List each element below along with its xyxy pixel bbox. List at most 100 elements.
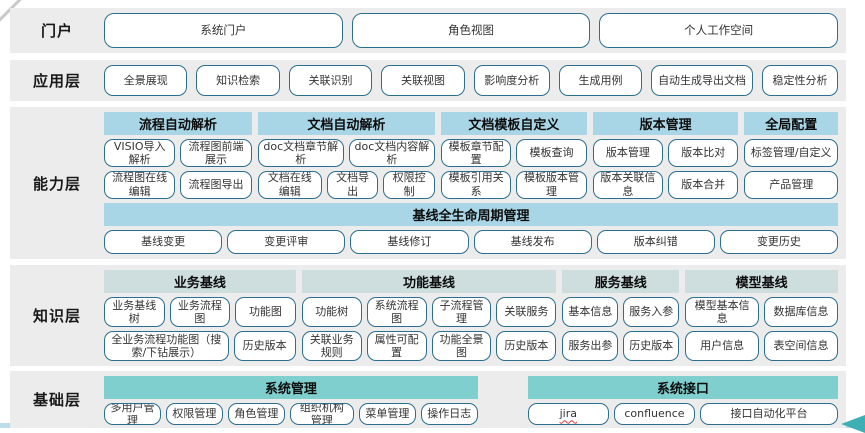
layer-content-app: 全景展现知识检索关联识别关联视图影响度分析生成用例自动生成导出文档稳定性分析 [104,60,846,101]
feature-chip[interactable]: 功能树 [301,297,362,327]
feature-chip[interactable]: 功能全景图 [431,331,492,361]
feature-chip[interactable]: 历史版本 [233,331,296,361]
feature-chip[interactable]: 文档在线编辑 [257,170,322,199]
feature-chip[interactable]: 历史版本 [623,331,680,361]
feature-chip[interactable]: 服务出参 [562,331,619,361]
feature-chip[interactable]: 关联视图 [381,65,465,96]
feature-chip[interactable]: 历史版本 [496,331,557,361]
feature-chip[interactable]: 自动生成导出文档 [651,65,753,96]
feature-chip[interactable]: 角色视图 [351,13,591,48]
feature-chip[interactable]: jira [527,403,609,425]
feature-chip[interactable]: 角色管理 [227,403,285,425]
feature-chip[interactable]: 产品管理 [744,170,838,199]
feature-chip[interactable]: 基线修订 [350,229,469,254]
feature-chip[interactable]: 版本管理 [592,139,664,167]
feature-chip[interactable]: 功能图 [235,297,296,327]
feature-chip[interactable]: 变更历史 [719,229,839,254]
feature-chip[interactable]: doc文档章节解析 [257,139,344,167]
button-row: 模型基本信息数据库信息 [685,297,838,327]
group-header-business-baseline: 业务基线 [104,270,296,293]
feature-chip[interactable]: 用户信息 [685,331,760,361]
group-header-service-baseline: 服务基线 [562,270,680,293]
feature-chip[interactable]: 基线变更 [104,229,223,254]
group-row: 系统门户角色视图个人工作空间 [104,13,839,48]
feature-chip[interactable]: 流程图前端展示 [180,139,252,167]
button-row: 版本管理版本比对 [592,139,739,167]
feature-chip[interactable]: 权限控制 [383,170,435,199]
feature-chip[interactable]: 属性可配置 [366,331,427,361]
button-row: 全景展现知识检索关联识别关联视图影响度分析生成用例自动生成导出文档稳定性分析 [104,65,839,96]
button-row: 基线变更变更评审基线修订基线发布版本纠错变更历史 [104,229,839,254]
feature-chip[interactable]: 关联业务规则 [301,331,362,361]
button-row: 版本关联信息版本合并 [592,170,739,199]
feature-chip[interactable]: 稳定性分析 [761,65,839,96]
button-row: 用户信息表空间信息 [685,331,838,361]
feature-chip[interactable]: 组织机构管理 [289,403,354,425]
group-portal-entries: 系统门户角色视图个人工作空间 [104,13,839,48]
feature-chip[interactable]: 关联服务 [496,297,557,327]
group-header-function-baseline: 功能基线 [301,270,557,293]
feature-chip[interactable]: 影响度分析 [473,65,550,96]
feature-chip[interactable]: 模板章节配置 [440,139,512,167]
feature-chip[interactable]: 版本纠错 [596,229,715,254]
feature-chip[interactable]: 变更评审 [227,229,346,254]
feature-chip[interactable]: 操作日志 [420,403,478,425]
feature-chip[interactable]: 模板查询 [516,139,587,167]
feature-chip[interactable]: 表空间信息 [764,331,838,361]
feature-chip[interactable]: 菜单管理 [358,403,416,425]
feature-chip[interactable]: 标签管理/自定义 [744,139,838,167]
feature-chip[interactable]: 全景展现 [104,65,188,96]
feature-chip[interactable]: 个人工作空间 [599,13,839,48]
feature-chip[interactable]: 业务基线树 [104,297,165,327]
feature-chip[interactable]: confluence [613,403,695,425]
feature-chip[interactable]: 文档导出 [326,170,379,199]
feature-chip[interactable]: 模板版本管理 [516,170,587,199]
feature-chip[interactable]: 系统门户 [104,13,343,48]
feature-chip[interactable]: 系统流程图 [366,297,427,327]
feature-chip[interactable]: 模型基本信息 [685,297,760,327]
layer-label-app: 应用层 [32,72,81,90]
group-baseline-lifecycle: 基线全生命周期管理基线变更变更评审基线修订基线发布版本纠错变更历史 [104,202,839,254]
feature-chip[interactable]: 基本信息 [562,297,619,327]
group-app-features: 全景展现知识检索关联识别关联视图影响度分析生成用例自动生成导出文档稳定性分析 [104,65,839,96]
feature-chip[interactable]: 流程图在线编辑 [104,170,176,199]
feature-chip[interactable]: 流程图导出 [180,170,252,199]
feature-chip[interactable]: 版本合并 [668,170,739,199]
feature-chip[interactable]: 全业务流程功能图（搜索/下钻展示） [104,331,229,361]
feature-chip[interactable]: 基线发布 [473,229,592,254]
feature-chip[interactable]: VISIO导入解析 [104,139,176,167]
feature-chip[interactable]: 版本比对 [668,139,739,167]
button-row: 模板引用关系模板版本管理 [440,170,587,199]
feature-chip[interactable]: 业务流程图 [169,297,231,327]
feature-chip[interactable]: 接口自动化平台 [700,403,839,425]
spellchecked-text: jira [559,407,577,421]
layer-label-portal: 门户 [40,22,73,40]
feature-chip[interactable]: 模板引用关系 [440,170,512,199]
button-row: 全业务流程功能图（搜索/下钻展示）历史版本 [104,331,296,361]
layer-label-base: 基础层 [32,391,81,409]
button-row: 业务基线树业务流程图功能图 [104,297,296,327]
feature-chip[interactable]: 子流程管理 [431,297,492,327]
feature-chip[interactable]: 版本关联信息 [592,170,664,199]
feature-chip[interactable]: 数据库信息 [764,297,838,327]
feature-chip[interactable]: 服务入参 [623,297,680,327]
feature-chip[interactable]: doc文档内容解析 [348,139,435,167]
feature-chip[interactable]: 多用户管理 [104,403,161,425]
feature-chip[interactable]: 生成用例 [558,65,643,96]
group-function-baseline: 功能基线功能树系统流程图子流程管理关联服务关联业务规则属性可配置功能全景图历史版… [301,270,557,361]
feature-chip[interactable]: 知识检索 [196,65,280,96]
group-doc-template-custom: 文档模板自定义模板章节配置模板查询模板引用关系模板版本管理 [440,112,587,199]
layer-label-knowledge: 知识层 [32,307,81,325]
feature-chip[interactable]: 权限管理 [165,403,223,425]
group-model-baseline: 模型基线模型基本信息数据库信息用户信息表空间信息 [685,270,838,361]
group-service-baseline: 服务基线基本信息服务入参服务出参历史版本 [562,270,680,361]
group-header-global-config: 全局配置 [744,112,838,135]
feature-chip[interactable]: 关联识别 [288,65,373,96]
